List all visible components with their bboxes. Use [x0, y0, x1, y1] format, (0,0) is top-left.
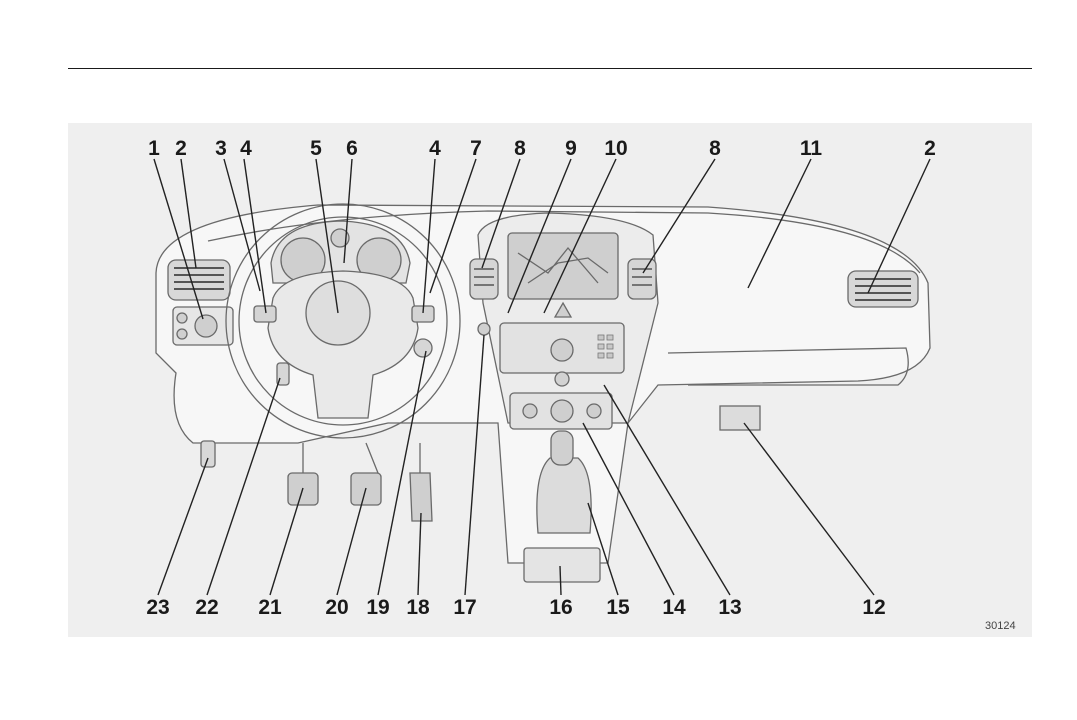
accelerator-pedal	[409, 472, 433, 522]
callout-label: 1	[148, 137, 160, 160]
center-vent-right	[627, 258, 657, 300]
bonnet-release	[200, 440, 216, 468]
steering-wheel	[225, 203, 461, 439]
callout-label: 13	[718, 596, 741, 619]
callout-label: 6	[346, 137, 358, 160]
callout-label: 12	[862, 596, 885, 619]
callout-label: 8	[514, 137, 526, 160]
right-air-vent	[847, 270, 919, 308]
callout-label: 7	[470, 137, 482, 160]
callout-label: 3	[215, 137, 227, 160]
callout-label: 19	[366, 596, 389, 619]
callout-label: 5	[310, 137, 322, 160]
callout-label: 20	[325, 596, 348, 619]
callout-label: 16	[549, 596, 572, 619]
callout-label: 2	[175, 137, 187, 160]
storage-compartment	[523, 547, 601, 583]
callout-label: 4	[429, 137, 441, 160]
glovebox-handle	[719, 405, 761, 431]
navigation-display	[507, 232, 619, 300]
callout-label: 21	[258, 596, 282, 619]
callout-label: 2	[924, 137, 936, 160]
callout-label: 4	[240, 137, 252, 160]
callout-label: 14	[662, 596, 686, 619]
callout-label: 22	[195, 596, 218, 619]
center-vent-left	[469, 258, 499, 300]
callout-label: 18	[406, 596, 430, 619]
callout-label: 10	[604, 137, 627, 160]
callout-label: 17	[453, 596, 476, 619]
callout-label: 9	[565, 137, 577, 160]
callout-label: 23	[146, 596, 169, 619]
callout-label: 15	[606, 596, 630, 619]
gear-lever-boot	[536, 457, 592, 534]
dashboard-illustration: 1 2 3 4 5 6 4 7 8 9 10 8 11 2 23 22 21 2…	[68, 123, 1032, 637]
image-code: 30124	[985, 620, 1016, 632]
left-air-vent	[167, 259, 231, 301]
callout-label: 8	[709, 137, 721, 160]
callout-label: 11	[800, 137, 823, 160]
header-rule	[68, 68, 1032, 69]
